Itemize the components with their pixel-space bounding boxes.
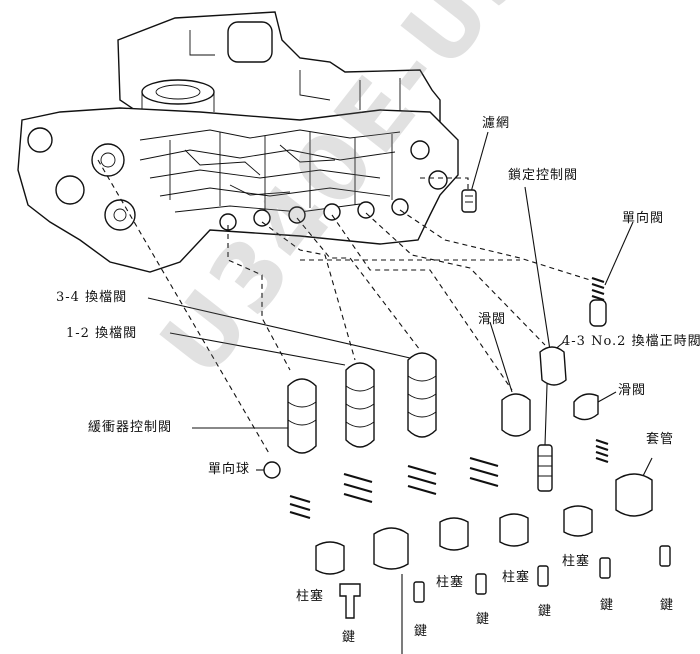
keys: [339, 545, 671, 619]
label-key-5: 鍵: [600, 598, 615, 613]
label-slide-valve-right: 滑閥: [618, 383, 647, 398]
label-timing-valve-4-3: 4-3 No.2 換檔正時閥: [562, 334, 700, 349]
shift-valve-1-2-part: [345, 362, 375, 448]
label-key-1: 鍵: [342, 630, 357, 645]
label-key-2: 鍵: [414, 624, 429, 639]
label-key-6: 鍵: [660, 598, 675, 613]
filter-screen-part: [461, 189, 477, 213]
shift-valve-3-4-part: [407, 352, 437, 438]
accumulator-control-valve-part: [287, 378, 317, 454]
label-slide-valve-center: 滑閥: [478, 312, 507, 327]
label-shift-valve-3-4: 3-4 換檔閥: [56, 290, 128, 305]
label-lockup-control-valve: 鎖定控制閥: [508, 168, 579, 183]
check-ball-part: [263, 461, 281, 479]
label-key-3: 鍵: [476, 612, 491, 627]
label-filter-screen: 濾網: [482, 116, 511, 131]
lockup-control-valve-part: [539, 346, 567, 386]
label-plug-3: 柱塞: [502, 570, 531, 585]
label-shift-valve-1-2: 1-2 換檔閥: [66, 326, 138, 341]
plugs: [315, 505, 593, 575]
springs: [289, 456, 499, 520]
slide-valve-right-part: [573, 393, 599, 421]
label-key-4: 鍵: [538, 604, 553, 619]
label-accumulator-control-valve: 緩衝器控制閥: [88, 420, 173, 435]
sleeve-part: [595, 438, 653, 517]
label-check-ball: 單向球: [208, 462, 251, 477]
check-valve-part: [589, 276, 607, 327]
label-plug-2: 柱塞: [436, 575, 465, 590]
label-check-valve: 單向閥: [622, 211, 665, 226]
timing-valve-4-3-part: [537, 444, 553, 492]
label-sleeve: 套管: [646, 432, 675, 447]
valve-body-housing: [17, 11, 459, 273]
slide-valve-center-part: [501, 393, 531, 437]
label-plug-4: 柱塞: [562, 554, 591, 569]
assembly-guide-lines: [97, 159, 591, 456]
label-plug-1: 柱塞: [296, 589, 325, 604]
